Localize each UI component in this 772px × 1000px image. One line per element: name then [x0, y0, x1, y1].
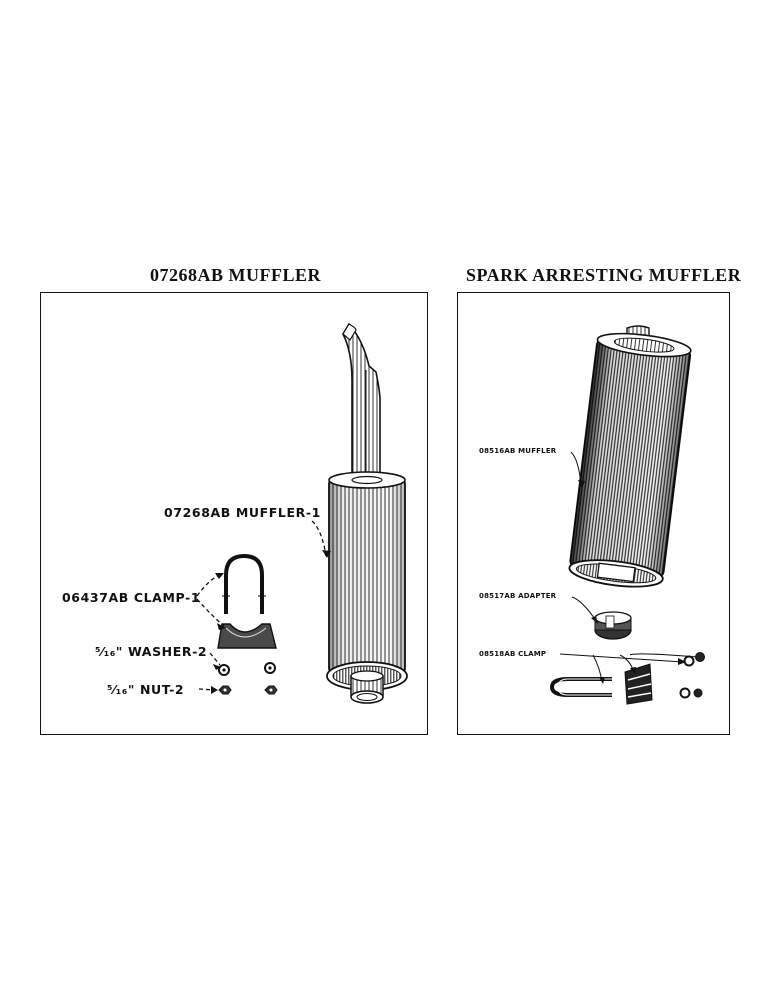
- right-panel-frame: [457, 292, 730, 735]
- right-panel-title: SPARK ARRESTING MUFFLER: [466, 265, 742, 285]
- right-saddle-illustration: [624, 663, 653, 705]
- label-muffler-08516ab: 08516AB MUFFLER: [479, 447, 557, 455]
- label-adapter-08517ab: 08517AB ADAPTER: [479, 592, 557, 600]
- label-washer: ⁵⁄₁₆" WASHER-2: [95, 644, 208, 659]
- label-clamp-08518ab: 08518AB CLAMP: [479, 650, 547, 658]
- washer-pair: [218, 662, 276, 676]
- muffler-07268ab-illustration: [326, 322, 408, 704]
- left-panel-frame: [40, 292, 428, 735]
- clamp-saddle-illustration: [217, 623, 277, 649]
- right-u-bolt-illustration: [549, 677, 612, 697]
- adapter-illustration: [594, 611, 632, 640]
- label-clamp-06437ab: 06437AB CLAMP-1: [62, 590, 201, 605]
- right-washers-nuts: [679, 652, 705, 699]
- label-nut: ⁵⁄₁₆" NUT-2: [107, 682, 185, 697]
- u-bolt-clamp-illustration: [222, 553, 266, 614]
- nut-pair: [218, 685, 278, 695]
- stack-pipe: [342, 322, 381, 484]
- spark-arresting-muffler-illustration: [568, 325, 692, 588]
- label-muffler-07268ab: 07268AB MUFFLER-1: [164, 505, 321, 520]
- left-panel-title: 07268AB MUFFLER: [150, 265, 321, 285]
